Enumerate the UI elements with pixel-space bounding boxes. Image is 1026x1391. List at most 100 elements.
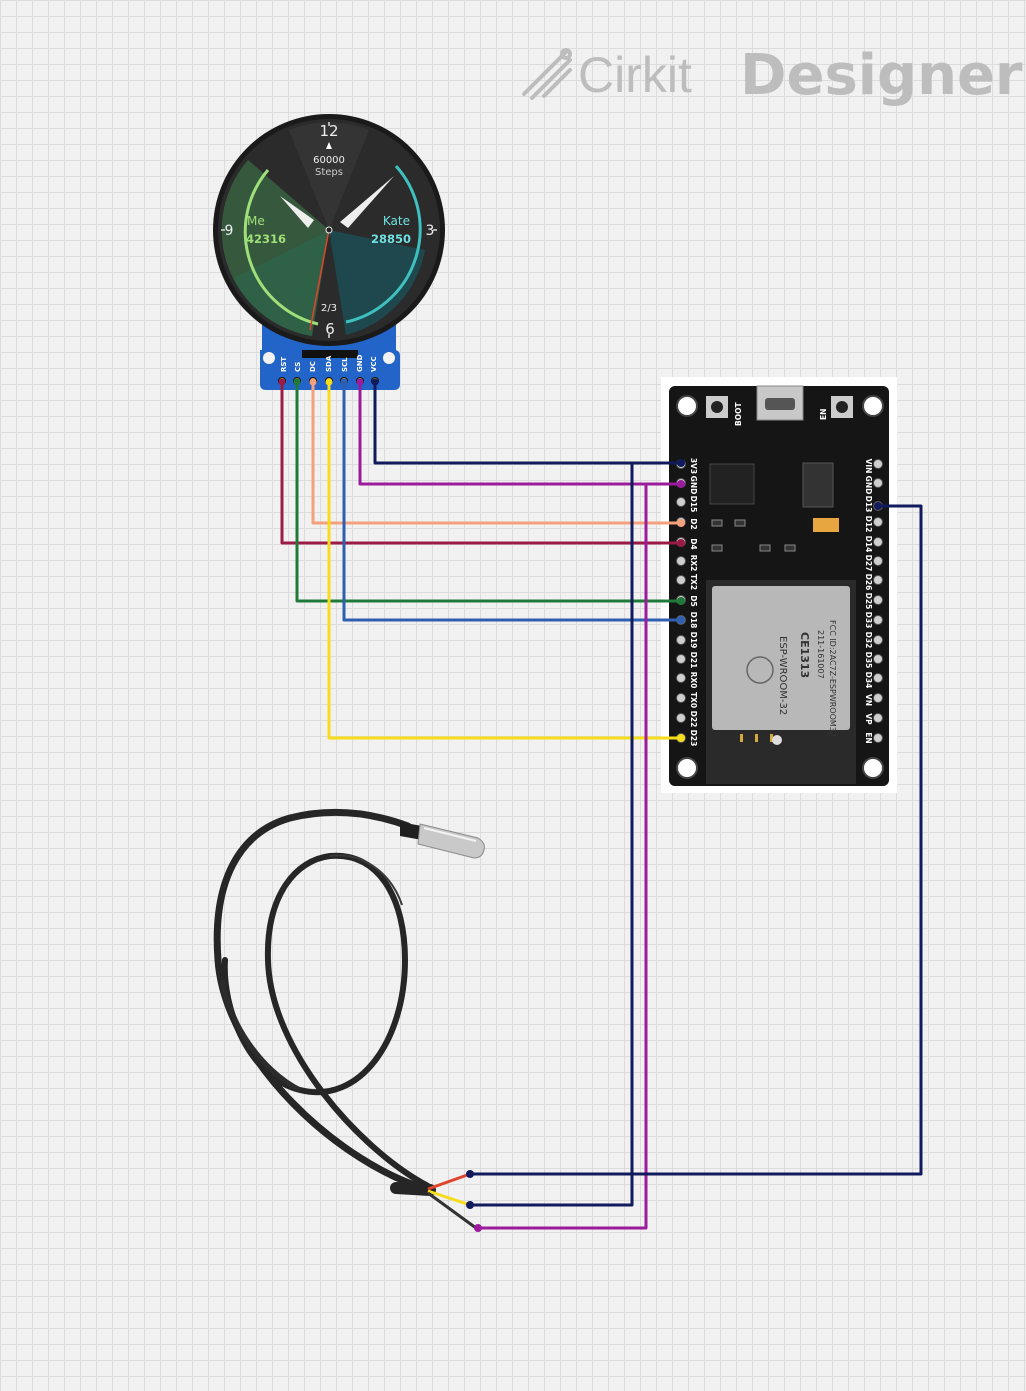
wire-rst-d4[interactable] <box>280 380 683 545</box>
module-shield <box>712 586 850 730</box>
right-player-value: 28850 <box>371 232 411 246</box>
steps-value: 60000 <box>313 155 345 166</box>
display-pin-label-dc: DC <box>309 361 317 372</box>
numeral-9: 9 <box>225 223 234 239</box>
esp32-pin-d34[interactable] <box>873 673 883 683</box>
pin-label-d15: D15 <box>689 496 698 513</box>
display-pin-label-rst: RST <box>280 357 288 372</box>
en-label: EN <box>819 409 828 420</box>
esp32-pin-d12[interactable] <box>873 517 883 527</box>
esp32-pin-tx0[interactable] <box>676 693 686 703</box>
right-player-name: Kate <box>383 214 410 228</box>
esp32-pin-d33[interactable] <box>873 615 883 625</box>
pin-label-d35: D35 <box>864 652 873 669</box>
pin-label-d21: D21 <box>689 652 698 669</box>
esp32-pin-d21[interactable] <box>676 654 686 664</box>
esp32-pin-vn[interactable] <box>873 693 883 703</box>
display-pin-label-sda: SDA <box>325 355 333 372</box>
pin-label-en: EN <box>864 732 873 743</box>
display-pin-label-scl: SCL <box>341 357 349 372</box>
mount-hole-left <box>263 352 275 364</box>
pin-label-d23: D23 <box>689 730 698 747</box>
wires <box>280 380 923 1230</box>
esp32-pin-rx2[interactable] <box>676 556 686 566</box>
mount-hole-right <box>383 352 395 364</box>
esp32-pin-d14[interactable] <box>873 537 883 547</box>
esp32-pin-d22[interactable] <box>676 713 686 723</box>
esp32-pin-d15[interactable] <box>676 497 686 507</box>
pin-label-rx0: RX0 <box>689 672 698 689</box>
page-indicator: 2/3 <box>321 303 337 314</box>
esp32-pin-d35[interactable] <box>873 654 883 664</box>
probe-cable <box>213 809 434 1194</box>
probe-wire-black <box>427 1191 477 1230</box>
pin-label-d34: D34 <box>864 672 873 689</box>
pin-label-rx2: RX2 <box>689 555 698 572</box>
pin-label-d2: D2 <box>689 518 698 529</box>
pin-label-gnd-left: GND <box>689 476 698 495</box>
pin-label-tx0: TX0 <box>689 692 698 708</box>
espressif-logo-icon <box>746 656 774 684</box>
pin-label-d18: D18 <box>689 612 698 629</box>
esp32-pin-tx2[interactable] <box>676 575 686 585</box>
numeral-6: 6 <box>325 320 335 338</box>
module-name: ESP-WROOM-32 <box>777 636 788 715</box>
hour-hand <box>280 196 314 228</box>
usb-uart-chip <box>709 463 755 505</box>
numeral-3: 3 <box>426 223 435 239</box>
wire-probe-gnd[interactable] <box>476 482 683 1230</box>
pin-label-d22: D22 <box>689 711 698 728</box>
ds18b20-temperature-probe[interactable] <box>213 809 485 1230</box>
wire-gnd-gnd[interactable] <box>358 380 683 486</box>
esp32-pin-vp[interactable] <box>873 713 883 723</box>
pin-label-d14: D14 <box>864 536 873 553</box>
esp32-devkit-board[interactable]: BOOT EN FCC ID:2AC7Z-ESPWROOM32 211-1610… <box>661 377 897 793</box>
wire-vcc-3v3[interactable] <box>373 380 683 465</box>
pin-label-d13: D13 <box>864 496 873 513</box>
display-pin-label-vcc: VCC <box>370 356 378 372</box>
display-pin-label-cs: CS <box>294 362 302 372</box>
wire-probe-data-d13[interactable] <box>468 504 923 1176</box>
esp32-pin-d27[interactable] <box>873 556 883 566</box>
esp32-pin-d26[interactable] <box>873 575 883 585</box>
pin-label-vn: VN <box>864 694 873 706</box>
esp32-pin-d25[interactable] <box>873 595 883 605</box>
wire-endpoints <box>278 378 882 1232</box>
esp32-pin-gnd-right[interactable] <box>873 478 883 488</box>
pin-label-vp: VP <box>864 713 873 725</box>
minute-hand <box>340 176 394 228</box>
progress-arc-me <box>243 169 319 326</box>
esp32-right-pin-labels: VIN GND D13 D12 D14 D27 D26 D25 D33 D32 … <box>864 459 873 744</box>
esp32-pin-vin[interactable] <box>873 459 883 469</box>
round-tft-display[interactable]: 12 3 6 9 60000 Steps Me 42316 Kate 28850… <box>213 114 445 390</box>
steps-arrow-icon <box>326 142 332 149</box>
probe-wire-red <box>427 1172 471 1191</box>
probe-steel-tip <box>417 823 485 859</box>
esp32-pin-d19[interactable] <box>676 635 686 645</box>
wire-cs-d5[interactable] <box>295 380 683 603</box>
steps-label: Steps <box>315 167 343 178</box>
left-player-name: Me <box>247 214 265 228</box>
cirkit-logo-icon <box>522 48 572 100</box>
pin-label-tx2: TX2 <box>689 574 698 590</box>
pin-label-d26: D26 <box>864 574 873 591</box>
numeral-12: 12 <box>319 122 338 140</box>
tantalum-capacitor <box>813 518 839 532</box>
brand-name-designer: Designer <box>740 43 1023 108</box>
pin-label-vin: VIN <box>864 459 873 474</box>
wire-probe-vcc[interactable] <box>468 461 683 1207</box>
wire-scl-d18[interactable] <box>342 380 683 622</box>
esp32-pin-en[interactable] <box>873 733 883 743</box>
wire-sda-d23[interactable] <box>327 380 683 740</box>
second-hand <box>309 229 330 331</box>
pin-label-d32: D32 <box>864 632 873 649</box>
esp32-pin-rx0[interactable] <box>676 673 686 683</box>
wire-dc-d2[interactable] <box>311 380 683 525</box>
esp32-pin-d32[interactable] <box>873 635 883 645</box>
left-player-value: 42316 <box>246 232 286 246</box>
pin-label-d33: D33 <box>864 612 873 629</box>
pin-label-3v3: 3V3 <box>689 458 698 474</box>
module-ce-mark: CE1313 <box>798 632 811 678</box>
module-fcc-id: FCC ID:2AC7Z-ESPWROOM32 <box>828 620 837 737</box>
